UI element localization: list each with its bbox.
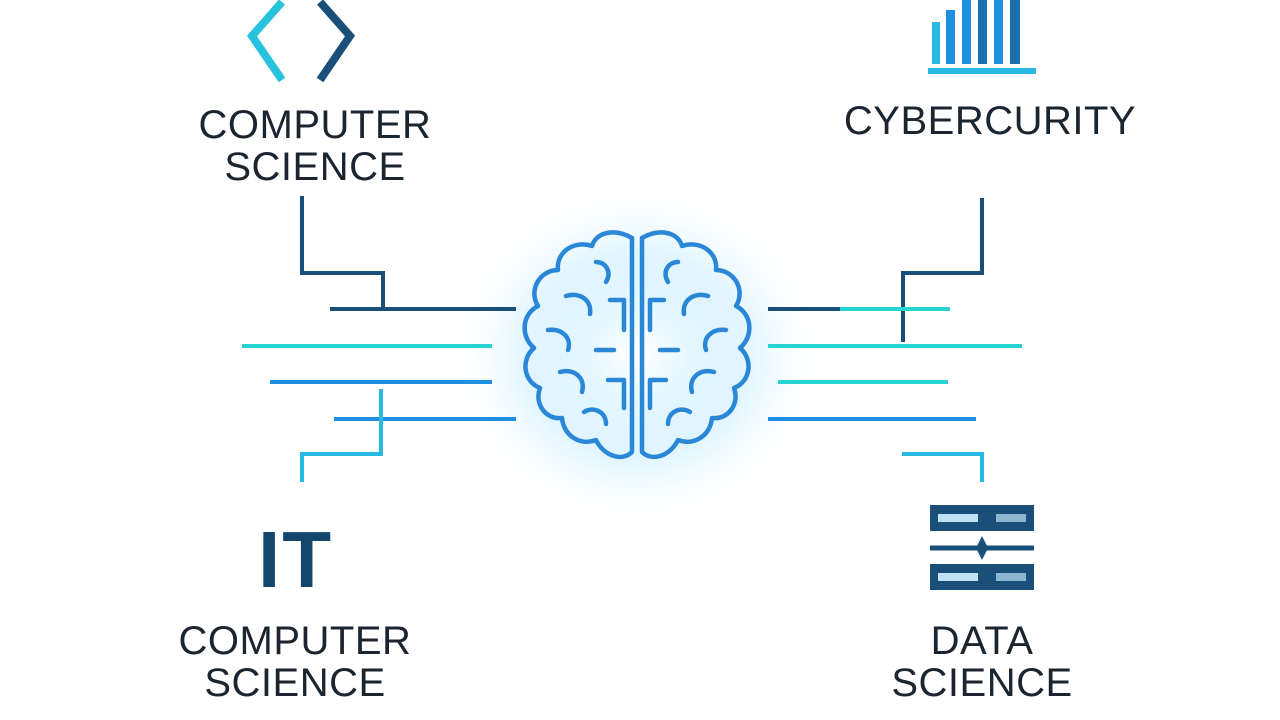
node-label-bottom-right: DATA SCIENCE xyxy=(862,620,1102,704)
node-label-line: DATA xyxy=(930,619,1034,663)
node-label-top-left: COMPUTER SCIENCE xyxy=(180,104,450,188)
node-label-line: CYBERCURITY xyxy=(843,99,1137,143)
bar-chart-icon xyxy=(928,0,1036,74)
node-label-line: SCIENCE xyxy=(224,145,406,189)
left-circuit-lines xyxy=(242,196,516,482)
right-circuit-lines xyxy=(768,198,1022,482)
node-label-line: SCIENCE xyxy=(891,661,1073,705)
node-label-line: SCIENCE xyxy=(204,661,386,705)
brain-icon xyxy=(522,230,752,460)
brain-glow xyxy=(447,180,827,530)
node-label-top-right: CYBERCURITY xyxy=(830,100,1150,142)
node-label-line: COMPUTER xyxy=(198,103,432,147)
it-logo: IT xyxy=(258,515,334,604)
node-label-bottom-left: COMPUTER SCIENCE xyxy=(160,620,430,704)
node-label-line: COMPUTER xyxy=(178,619,412,663)
code-brackets-icon xyxy=(246,0,356,83)
server-rack-icon xyxy=(930,505,1034,590)
